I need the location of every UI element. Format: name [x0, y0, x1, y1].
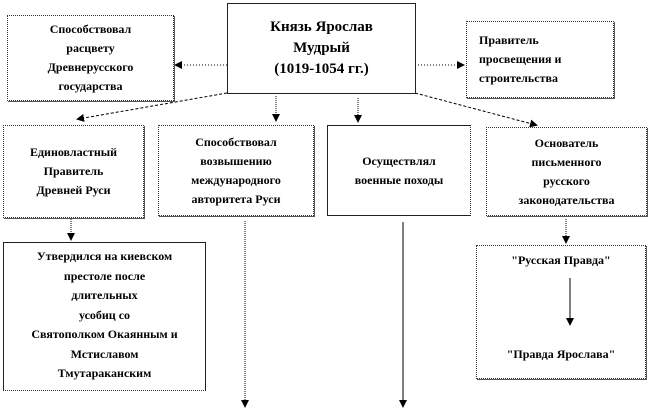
box-line: Единовластный [29, 145, 118, 159]
pravda-yaroslava-label: "Правда Ярослава" [506, 347, 616, 361]
box-line: военные походы [354, 172, 444, 187]
box-line: русского [543, 173, 590, 188]
box-international-authority: Способствовал возвышению международного … [158, 125, 314, 216]
box-line: Основатель [534, 135, 599, 150]
box-line: Святополком Окаянным и [31, 327, 178, 341]
center-line: Князь Ярослав [270, 19, 373, 35]
box-line: Осуществлял [362, 153, 436, 168]
box-line: международного [191, 172, 281, 187]
box-line: законодательства [518, 192, 615, 207]
box-sole-ruler: Единовластный Правитель Древней Руси [3, 125, 144, 218]
box-line: Тмутараканским [57, 366, 152, 380]
box-line: письменного [531, 154, 602, 169]
box-line: возвышению [200, 153, 272, 168]
box-line: Правитель [479, 33, 539, 47]
box-line: просвещения и [479, 52, 562, 66]
box-line: Древнерусского [47, 60, 134, 74]
box-line: Способствовал [195, 134, 277, 149]
box-line: длительных [71, 288, 138, 302]
box-prosperity: Способствовал расцвету Древнерусского го… [7, 15, 174, 101]
box-line: Способствовал [49, 22, 132, 36]
box-russkaya-pravda: "Русская Правда" "Правда Ярослава" [476, 245, 646, 379]
center-line: Мудрый [293, 40, 350, 56]
box-enlightenment: Правитель просвещения и строительства [466, 21, 614, 98]
box-line: Древней Руси [36, 183, 111, 197]
box-line: усобиц со [78, 307, 131, 322]
russkaya-pravda-label: "Русская Правда" [511, 253, 611, 267]
center-box-yaroslav: Князь Ярослав Мудрый (1019-1054 гг.) [227, 3, 416, 94]
box-line: Мстиславом [70, 346, 139, 361]
box-line: расцвету [66, 41, 115, 55]
center-line: (1019-1054 гг.) [274, 61, 369, 77]
box-kiev-throne: Утвердился на киевском престоле после дл… [3, 242, 206, 391]
box-line: строительства [479, 71, 558, 85]
box-military-campaigns: Осуществлял военные походы [327, 125, 471, 216]
box-line: престоле после [63, 268, 146, 283]
box-line: государства [58, 79, 123, 93]
box-line: Правитель [43, 164, 104, 178]
box-line: Утвердился на киевском [36, 249, 173, 263]
box-legislation-founder: Основатель письменного русского законода… [486, 127, 647, 216]
box-line: авторитета Руси [191, 191, 281, 206]
